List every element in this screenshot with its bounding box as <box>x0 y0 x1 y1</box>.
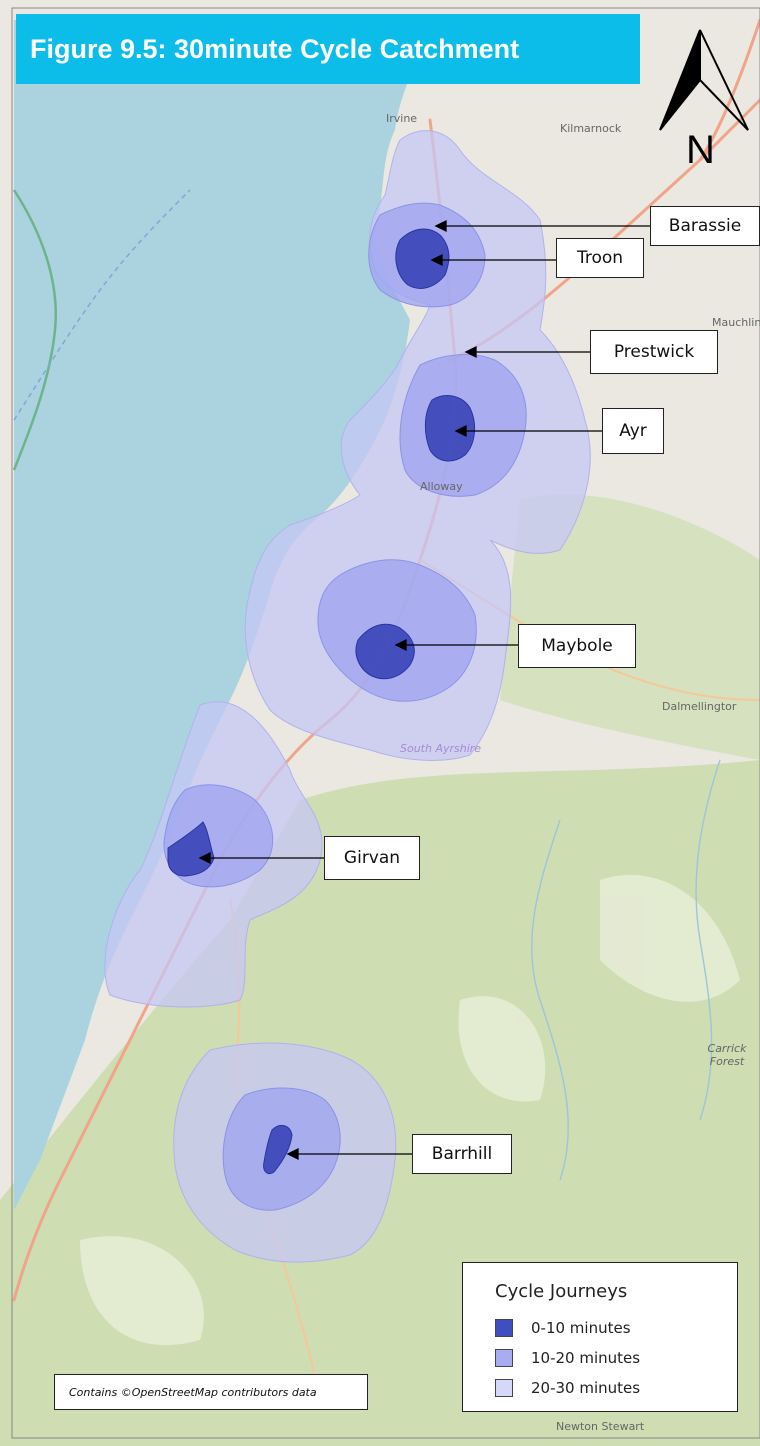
map-label-dalmellington: Dalmellingtor <box>662 700 737 713</box>
map-label-carrick-forest: Carrick Forest <box>707 1042 747 1068</box>
legend: Cycle Journeys 0-10 minutes 10-20 minute… <box>462 1262 738 1412</box>
map-label-irvine: Irvine <box>386 112 418 125</box>
town-label-troon: Troon <box>556 238 644 278</box>
boundary-line <box>12 189 57 471</box>
map-label-newton-stewart: Newton Stewart <box>556 1420 645 1433</box>
legend-swatch-0-10 <box>495 1319 513 1337</box>
map-label-kilmarnock: Kilmarnock <box>560 122 622 135</box>
map-label-alloway: Alloway <box>420 480 463 493</box>
legend-item-20-30: 20-30 minutes <box>495 1377 640 1399</box>
map-label-mauchline: Mauchlin <box>712 316 760 329</box>
catchment-0-10 <box>167 228 476 1175</box>
town-label-maybole: Maybole <box>518 624 636 668</box>
legend-item-0-10: 0-10 minutes <box>495 1317 631 1339</box>
legend-swatch-20-30 <box>495 1379 513 1397</box>
map-label-south-ayrshire: South Ayrshire <box>400 742 482 755</box>
town-label-barrhill: Barrhill <box>412 1134 512 1174</box>
town-label-prestwick: Prestwick <box>590 330 718 374</box>
legend-item-10-20: 10-20 minutes <box>495 1347 640 1369</box>
legend-title: Cycle Journeys <box>495 1281 628 1302</box>
ferry-route <box>13 189 191 421</box>
north-label: N <box>686 128 715 172</box>
north-arrow-icon <box>659 29 749 131</box>
legend-label-0-10: 0-10 minutes <box>531 1319 631 1337</box>
town-label-ayr: Ayr <box>602 408 664 454</box>
attribution-credit: Contains ©OpenStreetMap contributors dat… <box>54 1374 368 1410</box>
legend-label-10-20: 10-20 minutes <box>531 1349 641 1367</box>
figure-frame <box>11 7 760 1439</box>
rivers <box>531 759 721 1181</box>
lighter-patches <box>80 874 740 1346</box>
legend-label-20-30: 20-30 minutes <box>531 1379 641 1397</box>
town-label-barassie: Barassie <box>650 206 760 246</box>
figure-title: Figure 9.5: 30minute Cycle Catchment <box>16 14 640 84</box>
legend-swatch-10-20 <box>495 1349 513 1367</box>
callout-arrows <box>198 219 650 1161</box>
town-label-girvan: Girvan <box>324 836 420 880</box>
